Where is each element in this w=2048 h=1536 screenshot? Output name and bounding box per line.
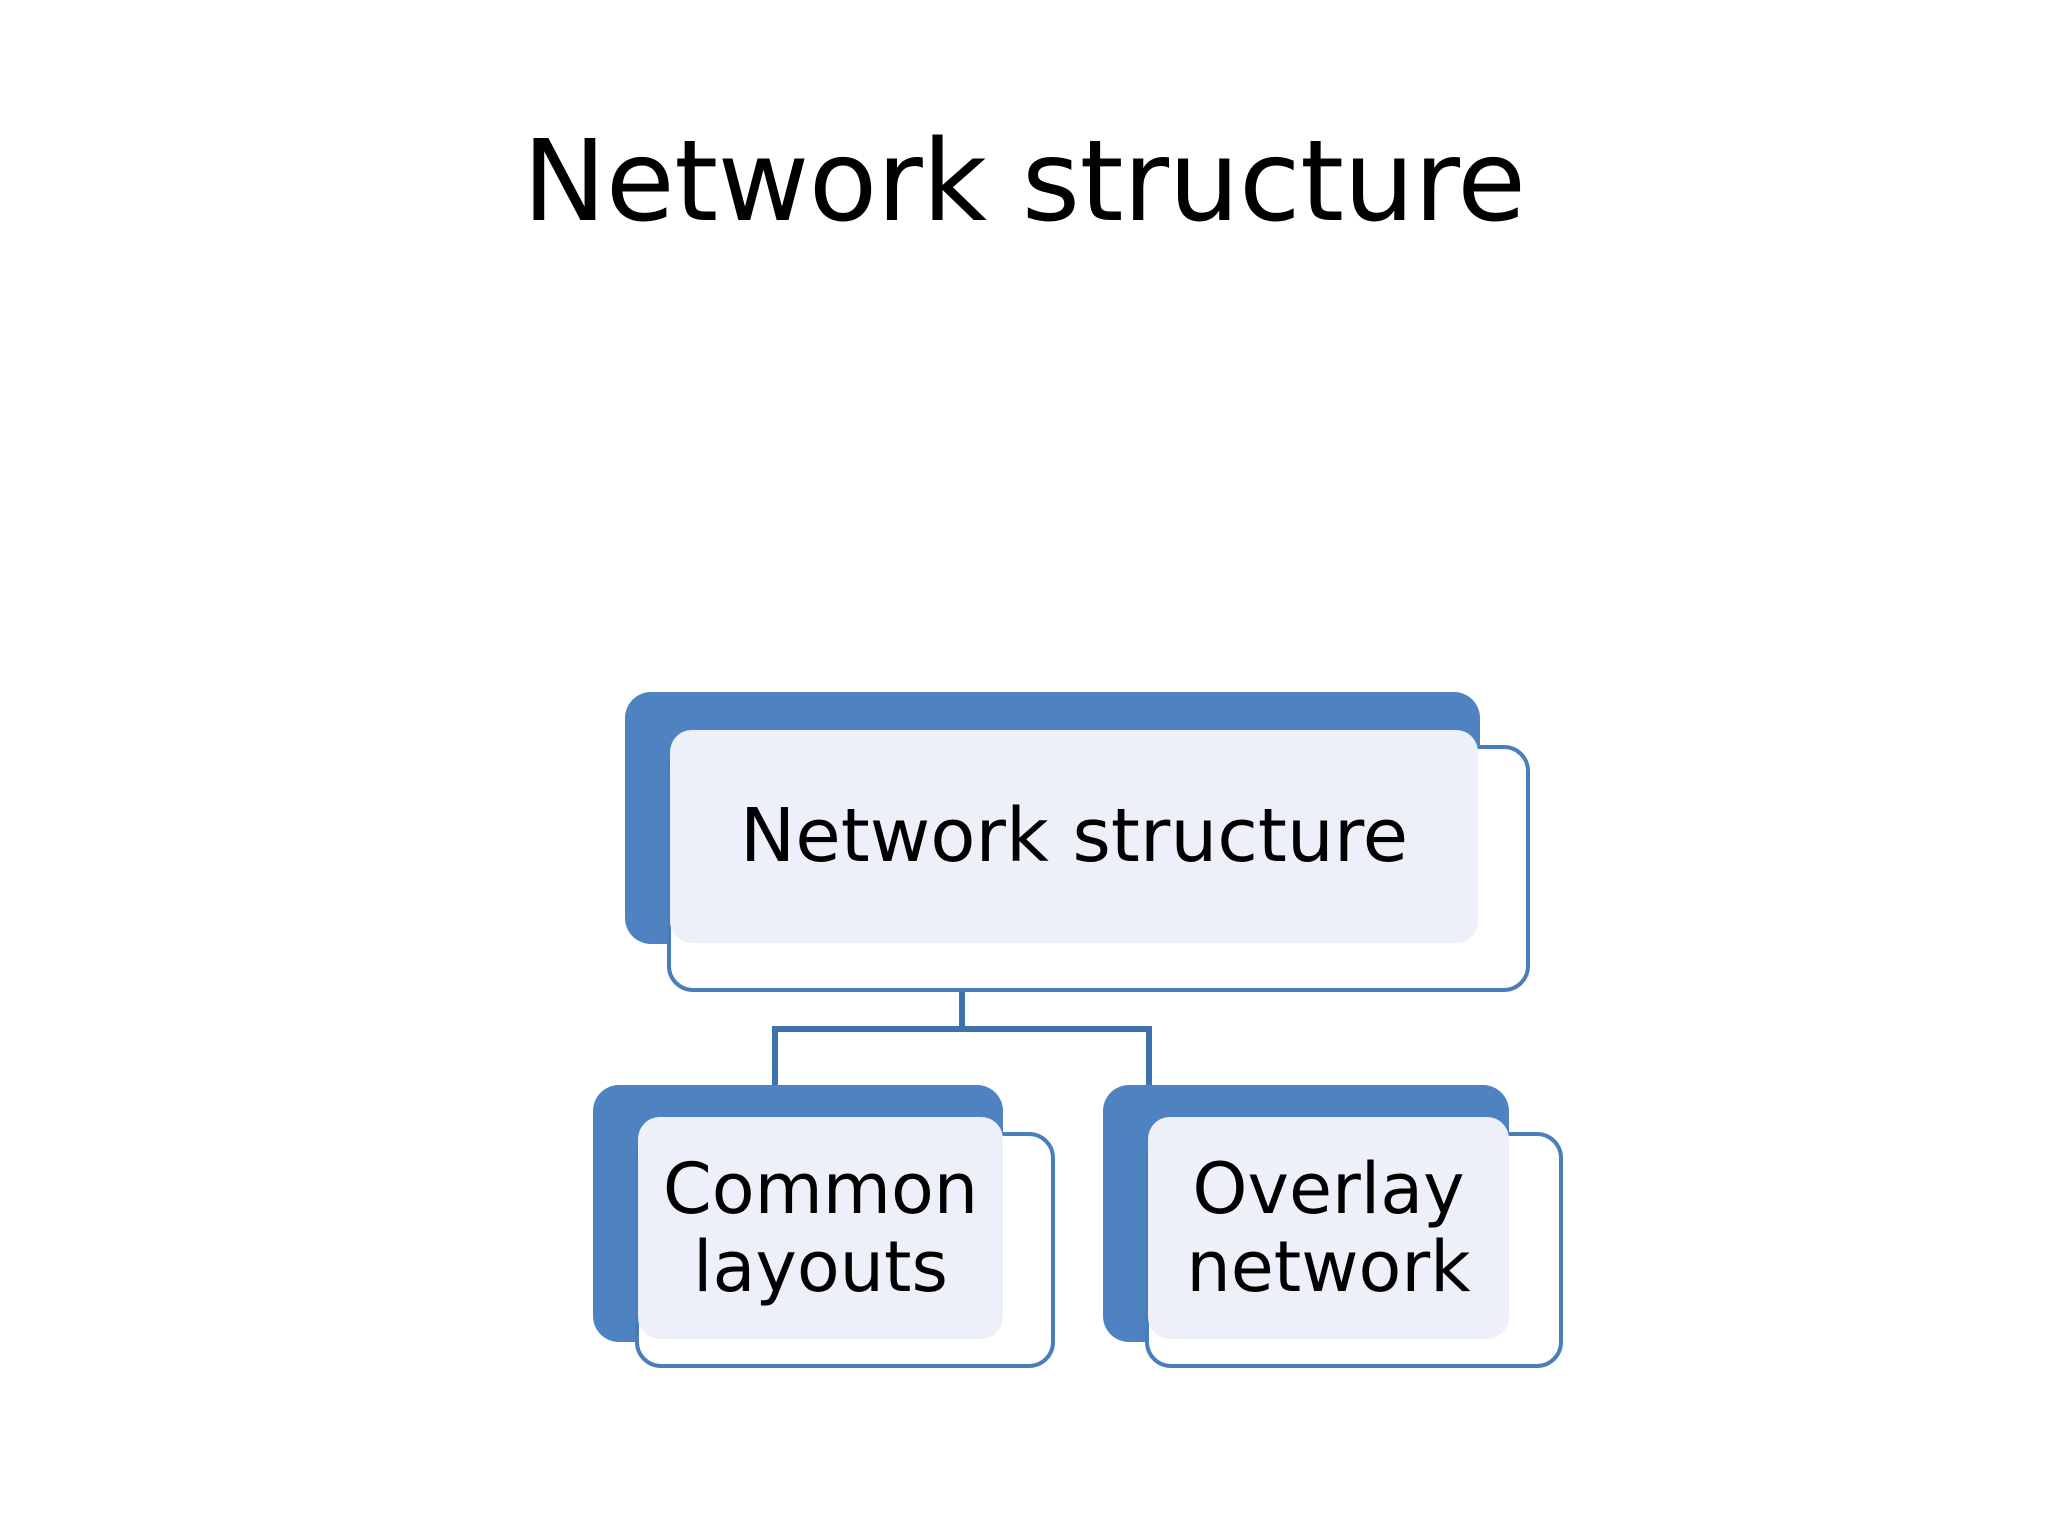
connector-drop-right — [1146, 1026, 1152, 1088]
connector-horizontal-bus — [772, 1026, 1152, 1032]
diagram-node-label-common-layouts: Common layouts — [662, 1147, 979, 1308]
connector-stem-vertical — [959, 992, 965, 1032]
node-fill-panel: Common layouts — [638, 1117, 1003, 1339]
diagram-node-label-overlay-network: Overlay network — [1186, 1147, 1471, 1308]
connector-drop-left — [772, 1026, 778, 1088]
diagram-node-label-root: Network structure — [739, 793, 1409, 880]
page-title: Network structure — [522, 117, 1527, 247]
node-fill-panel: Network structure — [670, 730, 1478, 943]
node-fill-panel: Overlay network — [1148, 1117, 1509, 1339]
